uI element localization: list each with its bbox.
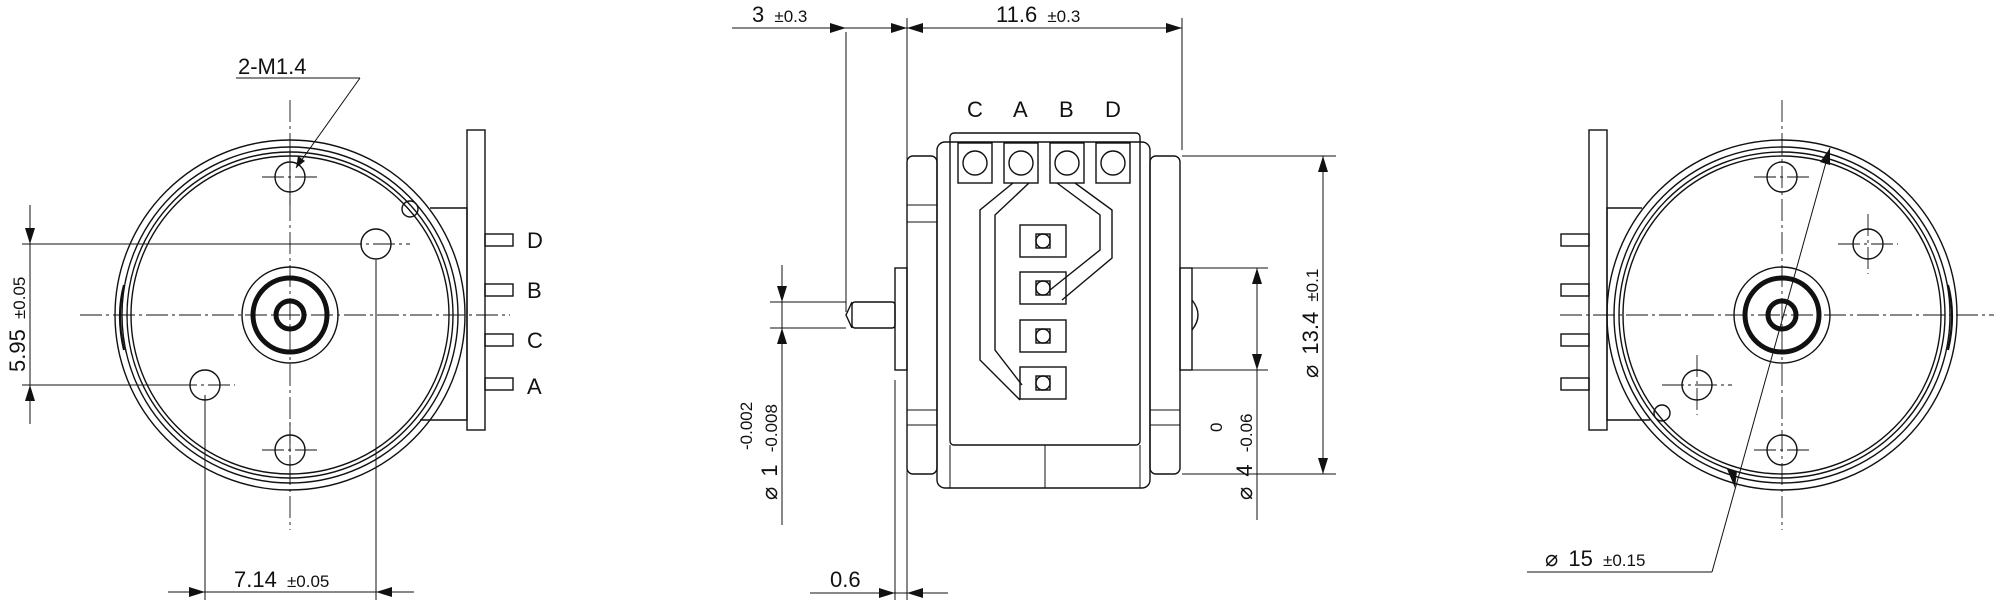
dim-hole-spacing-vertical: 5.95 ±0.05 [5, 277, 30, 372]
terminal-top-label-c: C [967, 97, 983, 122]
terminal-label-b: B [527, 278, 542, 303]
terminal-label-a: A [527, 374, 542, 399]
dim-flange-thickness: 0.6 [830, 567, 861, 592]
terminal-label-c: C [527, 328, 543, 353]
dim-body-length: 11.6 ±0.3 [996, 2, 1080, 27]
dim-hole-spacing-horizontal: 7.14 ±0.05 [234, 567, 329, 592]
dim-body-diameter: ⌀ 13.4 ±0.1 [1298, 269, 1323, 378]
dim-shaft-diameter: ⌀ 1 -0.008 [757, 404, 782, 500]
terminal-label-d: D [527, 228, 543, 253]
middle-side-view: C A B D 3 ±0 [732, 2, 1336, 600]
dim-outer-diameter: ⌀ 15 ±0.15 [1545, 546, 1645, 571]
terminal-top-label-b: B [1059, 97, 1074, 122]
terminal-top-label-a: A [1013, 97, 1028, 122]
thread-spec-label: 2-M1.4 [238, 54, 306, 79]
dim-shaft-offset: 3 ±0.3 [752, 2, 807, 27]
dim-boss-diameter-upper-tol: 0 [1207, 423, 1226, 432]
right-rear-view: ⌀ 15 ±0.15 [1527, 100, 1994, 573]
dim-boss-diameter: ⌀ 4 -0.06 [1232, 414, 1257, 501]
dim-shaft-diameter-upper-tol: -0.002 [737, 402, 756, 450]
left-front-view: D B C A 2-M1.4 5.95 ±0. [5, 54, 543, 600]
terminal-top-label-d: D [1105, 97, 1121, 122]
